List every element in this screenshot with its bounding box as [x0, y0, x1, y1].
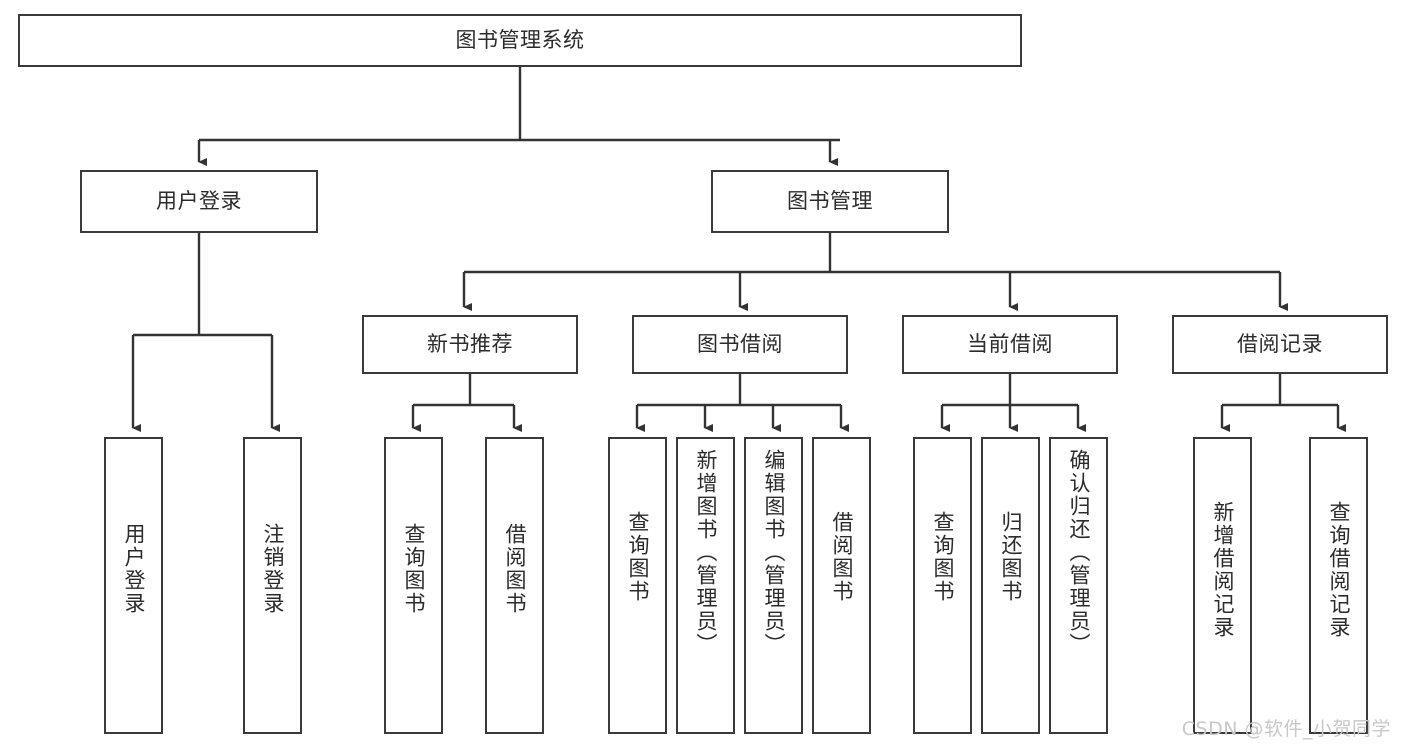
leaf-recommend-borrow-book[interactable]: 借阅图书: [485, 437, 544, 734]
node-label: 图书管理系统: [455, 28, 585, 53]
node-label: 图书管理: [787, 189, 873, 214]
node-label: 借阅图书: [503, 523, 527, 615]
node-user-login[interactable]: 用户登录: [80, 170, 318, 233]
node-label: 新增借阅记录: [1211, 501, 1235, 639]
leaf-record-query-record[interactable]: 查询借阅记录: [1309, 437, 1368, 734]
leaf-record-add-record[interactable]: 新增借阅记录: [1193, 437, 1252, 734]
node-label: 查询借阅记录: [1327, 501, 1351, 639]
node-label: 查询图书: [402, 523, 426, 615]
leaf-borrow-query-book[interactable]: 查询图书: [608, 437, 667, 734]
node-borrow-record[interactable]: 借阅记录: [1172, 315, 1388, 374]
node-label: 编辑图书（管理员）: [762, 449, 786, 656]
node-label: 确认归还（管理员）: [1067, 449, 1091, 656]
node-label: 借阅图书: [830, 511, 854, 603]
node-new-book-recommend[interactable]: 新书推荐: [362, 315, 578, 374]
leaf-borrow-borrow-book[interactable]: 借阅图书: [812, 437, 871, 734]
node-label: 用户登录: [122, 523, 146, 615]
leaf-current-confirm-return-admin[interactable]: 确认归还（管理员）: [1049, 437, 1108, 734]
node-label: 用户登录: [156, 189, 242, 214]
node-label: 图书借阅: [697, 332, 783, 357]
node-current-borrow[interactable]: 当前借阅: [902, 315, 1118, 374]
node-label: 归还图书: [999, 511, 1023, 603]
node-label: 查询图书: [931, 511, 955, 603]
node-label: 查询图书: [626, 511, 650, 603]
leaf-current-query-book[interactable]: 查询图书: [913, 437, 972, 734]
node-book-management[interactable]: 图书管理: [711, 170, 949, 233]
node-label: 注销登录: [261, 523, 285, 615]
node-label: 当前借阅: [967, 332, 1053, 357]
node-label: 新增图书（管理员）: [694, 449, 718, 656]
leaf-user-login-logout[interactable]: 注销登录: [243, 437, 302, 734]
leaf-current-return-book[interactable]: 归还图书: [981, 437, 1040, 734]
node-label: 借阅记录: [1237, 332, 1323, 357]
node-root-system[interactable]: 图书管理系统: [18, 14, 1022, 67]
leaf-borrow-edit-book-admin[interactable]: 编辑图书（管理员）: [744, 437, 803, 734]
node-book-borrow[interactable]: 图书借阅: [632, 315, 848, 374]
leaf-user-login-login[interactable]: 用户登录: [104, 437, 163, 734]
leaf-recommend-query-book[interactable]: 查询图书: [384, 437, 443, 734]
leaf-borrow-add-book-admin[interactable]: 新增图书（管理员）: [676, 437, 735, 734]
node-label: 新书推荐: [427, 332, 513, 357]
